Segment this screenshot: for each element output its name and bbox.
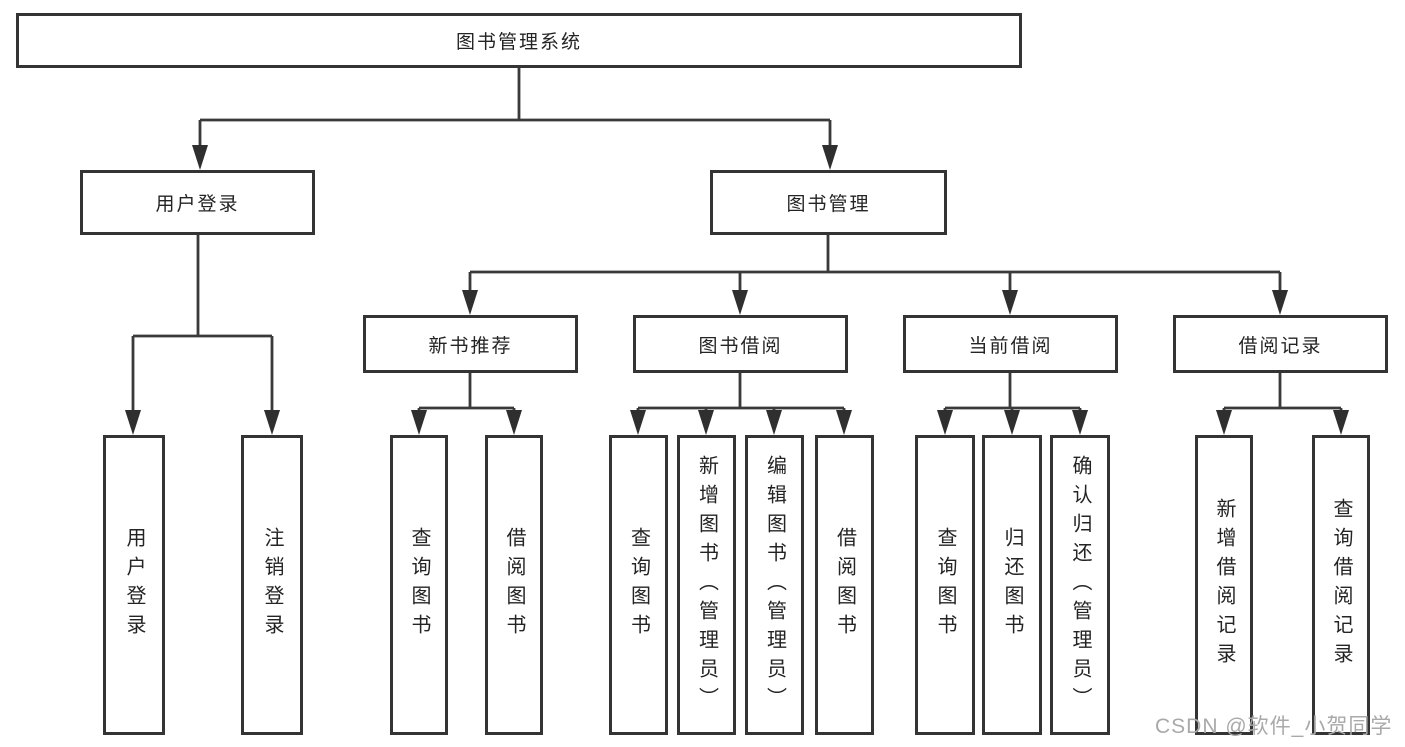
node-label: 查询图书 — [934, 527, 956, 643]
node-new-book-recommend: 新书推荐 — [363, 315, 578, 373]
node-borrow-records: 借阅记录 — [1173, 315, 1388, 373]
leaf-borrow-edit-books-admin: 编辑图书（管理员） — [745, 435, 804, 735]
node-label: 借阅图书 — [503, 527, 525, 643]
node-user-login: 用户登录 — [80, 170, 315, 235]
leaf-current-return-books: 归还图书 — [982, 435, 1042, 735]
node-label: 查询图书 — [408, 527, 430, 643]
node-book-borrow: 图书借阅 — [633, 315, 848, 373]
leaf-records-query-record: 查询借阅记录 — [1312, 435, 1370, 735]
node-library-system: 图书管理系统 — [16, 13, 1022, 68]
node-label: 用户登录 — [155, 194, 240, 215]
node-label: 编辑图书（管理员） — [763, 454, 786, 716]
leaf-records-add-record: 新增借阅记录 — [1195, 435, 1253, 735]
leaf-borrow-query-books: 查询图书 — [609, 435, 668, 735]
node-label: 借阅图书 — [833, 527, 856, 643]
leaf-current-confirm-return-admin: 确认归还（管理员） — [1050, 435, 1110, 735]
node-label: 归还图书 — [1001, 527, 1023, 643]
leaf-user-login: 用户登录 — [103, 435, 165, 735]
node-label: 查询借阅记录 — [1330, 498, 1352, 672]
node-label: 注销登录 — [261, 527, 283, 643]
leaf-logout: 注销登录 — [241, 435, 303, 735]
node-label: 当前借阅 — [968, 335, 1053, 357]
node-book-management: 图书管理 — [710, 170, 947, 235]
leaf-borrow-borrow-books: 借阅图书 — [815, 435, 874, 735]
node-label: 查询图书 — [627, 527, 650, 643]
node-label: 图书借阅 — [698, 335, 783, 357]
node-label: 图书管理系统 — [455, 32, 582, 53]
leaf-borrow-add-books-admin: 新增图书（管理员） — [677, 435, 736, 735]
node-current-borrow: 当前借阅 — [903, 315, 1118, 373]
csdn-watermark: CSDN @软件_小贺同学 — [1155, 715, 1393, 738]
leaf-current-query-books: 查询图书 — [915, 435, 975, 735]
node-label: 用户登录 — [123, 527, 145, 643]
node-label: 新增借阅记录 — [1213, 498, 1235, 672]
node-label: 新书推荐 — [428, 335, 513, 357]
leaf-newbook-borrow-books: 借阅图书 — [485, 435, 543, 735]
node-label: 新增图书（管理员） — [695, 454, 718, 716]
node-label: 借阅记录 — [1238, 335, 1323, 357]
node-label: 确认归还（管理员） — [1069, 454, 1091, 716]
node-label: 图书管理 — [786, 194, 871, 215]
leaf-newbook-query-books: 查询图书 — [390, 435, 448, 735]
